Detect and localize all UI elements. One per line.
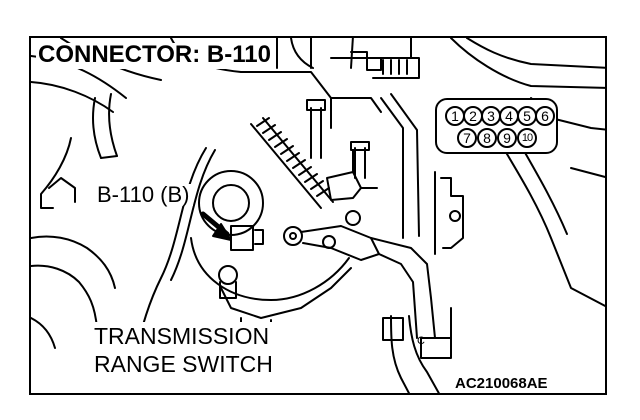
connector-pin: 4	[499, 106, 519, 126]
connector-title: CONNECTOR: B-110	[36, 43, 275, 69]
connector-pin: 8	[477, 128, 497, 148]
connector-pin: 3	[481, 106, 501, 126]
connector-pin: 1	[445, 106, 465, 126]
side-letter: C	[417, 335, 425, 347]
figure-code: AC210068AE	[453, 375, 550, 392]
connector-pin: 9	[497, 128, 517, 148]
connector-pin: 6	[535, 106, 555, 126]
connector-pin: 5	[517, 106, 537, 126]
connector-face-diagram: 1 2 3 4 5 6 7 8 9 10	[435, 98, 558, 154]
component-label-line2: RANGE SWITCH	[94, 351, 273, 377]
connector-pin: 10	[517, 128, 537, 148]
engine-bay-drawing	[31, 38, 605, 393]
component-label: TRANSMISSION RANGE SWITCH	[91, 322, 276, 378]
component-label-line1: TRANSMISSION	[94, 323, 270, 349]
connector-callout-label: B-110 (B)	[94, 184, 193, 206]
connector-pin: 2	[463, 106, 483, 126]
diagram-frame: CONNECTOR: B-110 B-110 (B) TRANSMISSION …	[29, 36, 607, 395]
connector-pin: 7	[457, 128, 477, 148]
